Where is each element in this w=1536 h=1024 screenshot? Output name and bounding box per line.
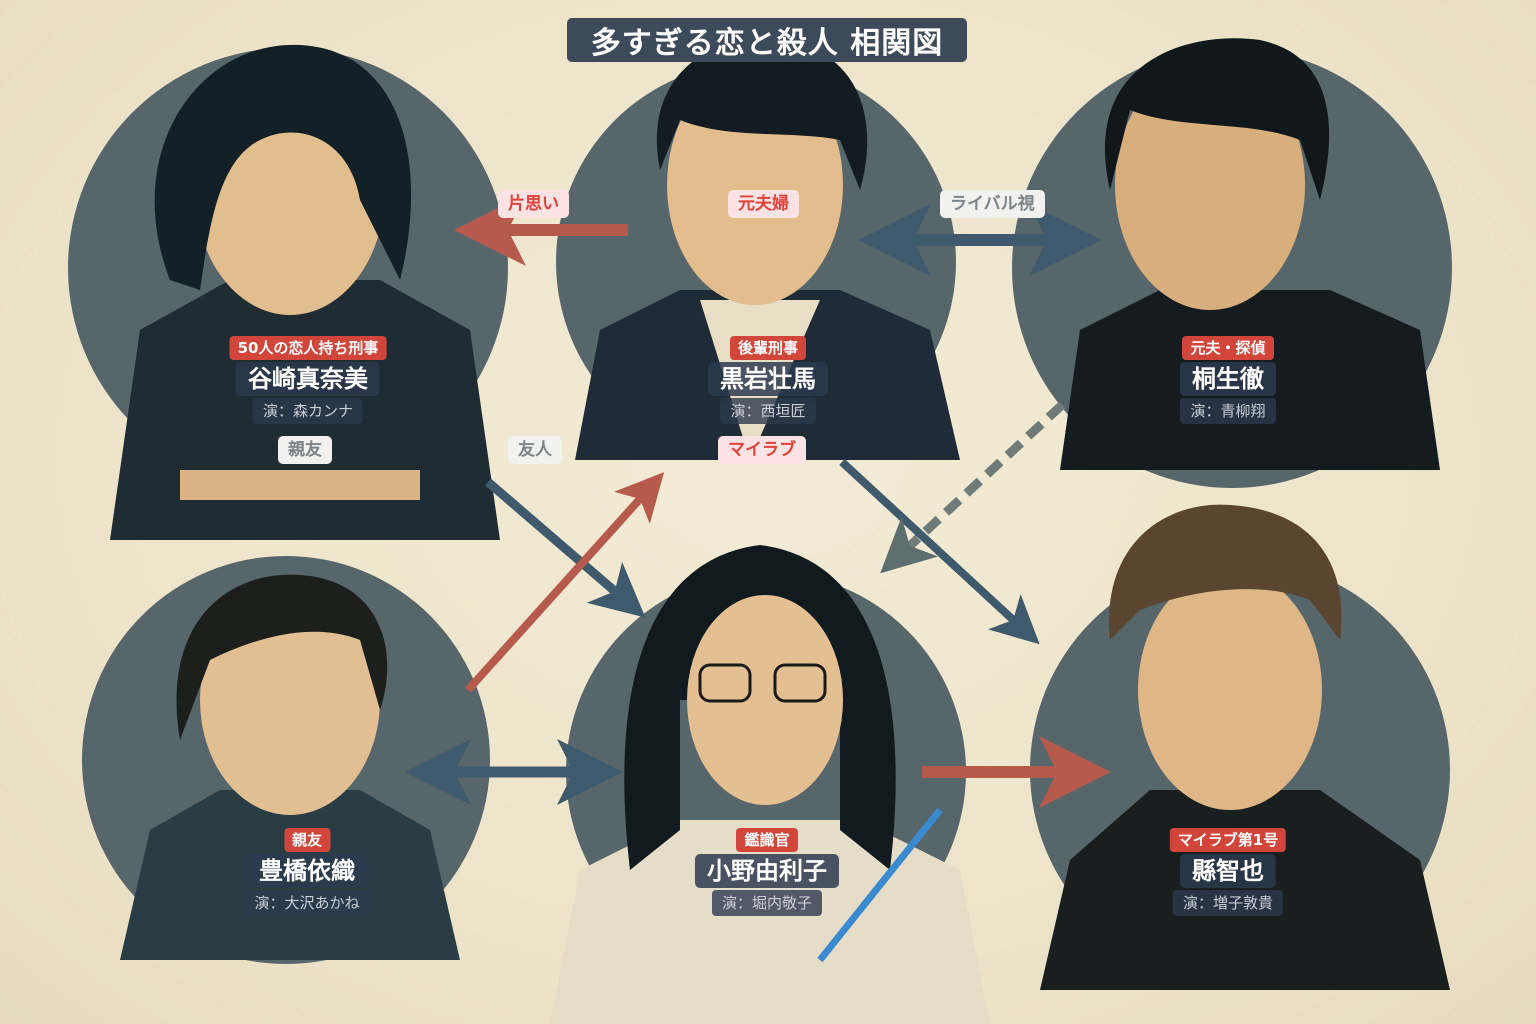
character-name: 桐生徹 [1180,362,1276,396]
page-title: 多すぎる恋と殺人 相関図 [567,18,967,62]
actor-credit: 演：森カンナ [252,398,363,424]
role-badge: 鑑識官 [736,828,798,852]
character-card-kiryu[interactable]: 元夫・探偵 桐生徹 演：青柳翔 [1180,336,1276,424]
character-card-agata[interactable]: マイラブ第1号 縣智也 演：増子敦貴 [1169,828,1287,916]
relation-label-rival: ライバル視 [940,190,1045,218]
actor-credit: 演：西垣匠 [720,398,816,424]
relation-label-mylove: マイラブ [718,436,806,464]
role-badge: 元夫・探偵 [1182,336,1274,360]
character-card-toyohashi[interactable]: 親友 豊橋依織 演：大沢あかね [244,828,370,916]
role-badge: 50人の恋人持ち刑事 [229,336,387,360]
portrait-circle-agata [1030,560,1450,980]
character-card-ono[interactable]: 鑑識官 小野由利子 演：堀内敬子 [695,828,839,916]
character-name: 谷崎真奈美 [236,362,380,396]
character-name: 黒岩壮馬 [708,362,828,396]
relation-label-motofuufu: 元夫婦 [728,190,799,218]
relation-label-yujin: 友人 [508,436,562,464]
role-badge: 親友 [283,828,331,852]
role-badge: 後輩刑事 [729,336,806,360]
character-name: 豊橋依織 [246,854,367,888]
character-card-kuroiwa[interactable]: 後輩刑事 黒岩壮馬 演：西垣匠 [708,336,828,424]
actor-credit: 演：大沢あかね [244,890,370,916]
character-name: 小野由利子 [695,854,839,888]
actor-credit: 演：増子敦貴 [1172,890,1284,916]
actor-credit: 演：青柳翔 [1180,398,1276,424]
relation-label-kataomoi: 片思い [498,190,569,218]
role-badge: マイラブ第1号 [1169,828,1287,852]
relation-label-shinyu: 親友 [278,436,332,464]
character-card-tanizaki[interactable]: 50人の恋人持ち刑事 谷崎真奈美 演：森カンナ [229,336,387,424]
character-name: 縣智也 [1179,854,1276,888]
actor-credit: 演：堀内敬子 [711,890,822,916]
